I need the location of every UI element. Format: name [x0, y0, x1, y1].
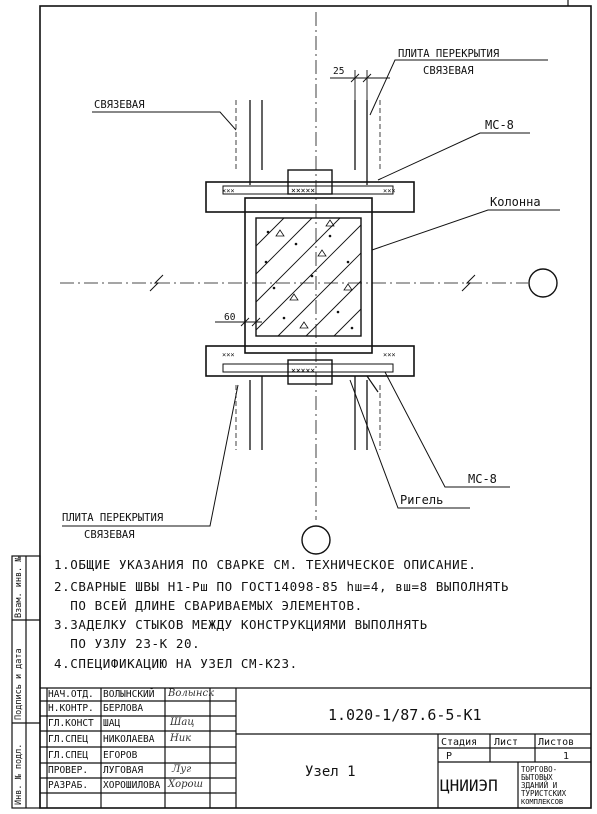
note-2: 2.СВАРНЫЕ ШВЫ Н1-Рш ПО ГОСТ14098-85 hш=4…	[54, 579, 510, 594]
note-3-cont: ПО УЗЛУ 23-К 20.	[54, 636, 201, 651]
svg-text:×××: ×××	[222, 187, 235, 195]
staff-role: НАЧ.ОТД.	[48, 689, 94, 700]
drawing-code: 1.020-1/87.6-5-К1	[328, 706, 482, 724]
staff-signature: Луг	[172, 764, 192, 775]
staff-signature: Волынск	[168, 688, 215, 699]
label-column: Колонна	[490, 195, 541, 209]
note-4: 4.СПЕЦИФИКАЦИЮ НА УЗЕЛ СМ-К23.	[54, 656, 298, 671]
staff-role: ГЛ.СПЕЦ	[48, 734, 89, 745]
sheets-header: Листов	[538, 737, 574, 748]
label-slab-bottom-2: СВЯЗЕВАЯ	[84, 529, 135, 541]
note-1: 1.ОБЩИЕ УКАЗАНИЯ ПО СВАРКЕ СМ. ТЕХНИЧЕСК…	[54, 557, 477, 572]
org-sub-4: ТУРИСТСКИХ	[521, 789, 567, 798]
note-3: 3.ЗАДЕЛКУ СТЫКОВ МЕЖДУ КОНСТРУКЦИЯМИ ВЫП…	[54, 617, 428, 632]
concrete-fill	[255, 217, 362, 337]
sheets-value: 1	[563, 751, 569, 762]
staff-name: ХОРОШИЛОВА	[103, 780, 161, 791]
sheet-frame	[39, 5, 592, 809]
staff-name: НИКОЛАЕВА	[103, 734, 155, 745]
staff-name: ШАЦ	[103, 718, 121, 729]
side-stamp-box	[11, 555, 41, 809]
staff-signature: Ник	[170, 733, 192, 744]
label-slab-top-2: СВЯЗЕВАЯ	[423, 65, 474, 77]
org-sub-2: БЫТОВЫХ	[521, 773, 553, 782]
staff-name: ЕГОРОВ	[103, 750, 138, 761]
label-mc8-bottom: МС-8	[468, 472, 497, 486]
svg-text:×××: ×××	[383, 351, 396, 359]
top-embedded-plate	[205, 181, 415, 213]
stage-header: Стадия	[441, 737, 477, 748]
note-2-cont: ПО ВСЕЙ ДЛИНЕ СВАРИВАЕМЫХ ЭЛЕМЕНТОВ.	[54, 598, 363, 613]
title-block-grid	[40, 687, 591, 808]
label-slab-bottom-1: ПЛИТА ПЕРЕКРЫТИЯ	[62, 512, 163, 524]
staff-role: ГЛ.СПЕЦ	[48, 750, 89, 761]
staff-signature: Хорош	[168, 779, 204, 790]
dim-label-left: 60	[224, 312, 236, 323]
staff-role: Н.КОНТР.	[48, 703, 94, 714]
dim-label-top: 25	[333, 66, 344, 77]
staff-role: ПРОВЕР.	[48, 765, 89, 776]
lower-column-walls	[249, 380, 368, 450]
axis-marker-right	[528, 268, 558, 298]
staff-role: ГЛ.КОНСТ	[48, 718, 94, 729]
drawing-labels: ПЛИТА ПЕРЕКРЫТИЯ СВЯЗЕВАЯ СВЯЗЕВАЯ МС-8 …	[62, 48, 541, 541]
org-sub-1: ТОРГОВО-	[521, 765, 557, 774]
bottom-bracket	[287, 359, 333, 385]
upper-column-walls	[249, 100, 368, 185]
sheet-header: Лист	[494, 737, 518, 748]
axis-marker-bottom	[301, 525, 331, 555]
label-slab-left: СВЯЗЕВАЯ	[94, 99, 145, 111]
svg-text:×××××: ×××××	[291, 366, 315, 375]
bottom-embedded-plate	[205, 345, 415, 377]
staff-name: ЛУГОВАЯ	[103, 765, 144, 776]
label-slab-top-1: ПЛИТА ПЕРЕКРЫТИЯ	[398, 48, 499, 60]
dimension-60	[215, 314, 262, 330]
svg-text:×××: ×××	[383, 187, 396, 195]
staff-signature: Шац	[170, 717, 195, 728]
staff-role: РАЗРАБ.	[48, 780, 89, 791]
leader-lines	[62, 59, 560, 527]
staff-name: ВОЛЫНСКИЙ	[103, 689, 155, 700]
stage-value: Р	[446, 751, 452, 762]
svg-text:×××: ×××	[222, 351, 235, 359]
stamp-signature-date: Подпись и дата	[14, 648, 24, 720]
column-core	[244, 197, 373, 354]
dimension-25	[330, 70, 390, 100]
svg-text:×××××: ×××××	[291, 186, 315, 195]
stamp-inventory-no: Инв. № подл.	[14, 743, 24, 805]
organization: ЦНИИЭП	[440, 776, 498, 795]
stamp-replacement-no: Взам. инв. №	[14, 556, 24, 618]
label-girder: Ригель	[400, 493, 443, 507]
node-title: Узел 1	[305, 764, 356, 780]
label-mc8-top: МС-8	[485, 118, 514, 132]
org-sub-5: КОМПЛЕКСОВ	[521, 798, 563, 806]
staff-name: БЕРЛОВА	[103, 703, 144, 714]
node-drawing: ××××× ××× ××× ××	[60, 12, 560, 555]
org-sub-3: ЗДАНИЙ И	[521, 781, 557, 790]
top-bracket	[287, 169, 333, 195]
